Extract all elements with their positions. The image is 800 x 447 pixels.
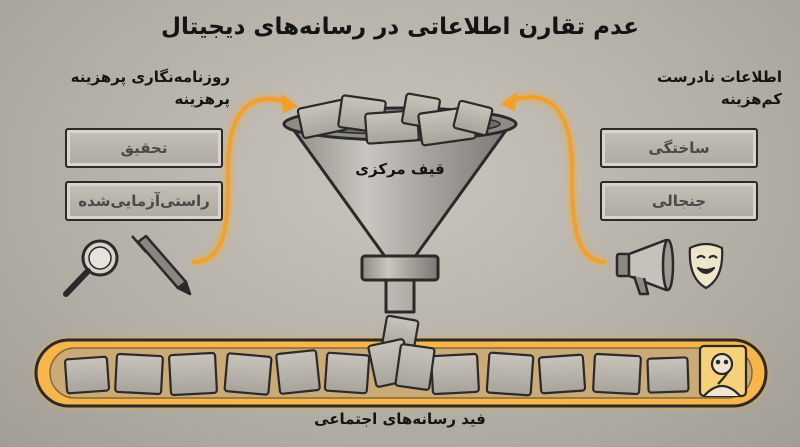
thinking-person-icon [698, 344, 748, 398]
left-arrow [191, 93, 298, 267]
funnel-label: قیف مرکزی [355, 160, 445, 178]
right-group-heading: اطلاعات نادرست کم‌هزینه [592, 66, 782, 110]
falling-tiles [367, 314, 436, 391]
left-block-verified: راستی‌آزمایی‌شده [65, 181, 223, 221]
megaphone-icon [615, 238, 675, 296]
feed-label: فید رسانه‌های اجتماعی [314, 410, 486, 428]
right-arrow [500, 91, 607, 267]
page-title: عدم تقارن اطلاعاتی در رسانه‌های دیجیتال [160, 14, 640, 40]
funnel-tiles [296, 92, 494, 147]
left-heading-line2: پرهزینه [174, 90, 230, 108]
right-heading-line2: کم‌هزینه [720, 90, 782, 108]
left-heading-line1: روزنامه‌نگاری پرهزینه [70, 68, 230, 86]
pen-icon [131, 234, 192, 296]
feed-tiles [63, 349, 690, 397]
left-group-heading: روزنامه‌نگاری پرهزینه پرهزینه [20, 66, 230, 110]
right-heading-line1: اطلاعات نادرست [656, 68, 782, 86]
left-block-research: تحقیق [65, 128, 223, 168]
magnifier-icon [63, 239, 119, 297]
theater-masks-icon [688, 242, 724, 290]
right-block-sensational: جنجالی [600, 181, 758, 221]
right-block-fabricated: ساختگی [600, 128, 758, 168]
